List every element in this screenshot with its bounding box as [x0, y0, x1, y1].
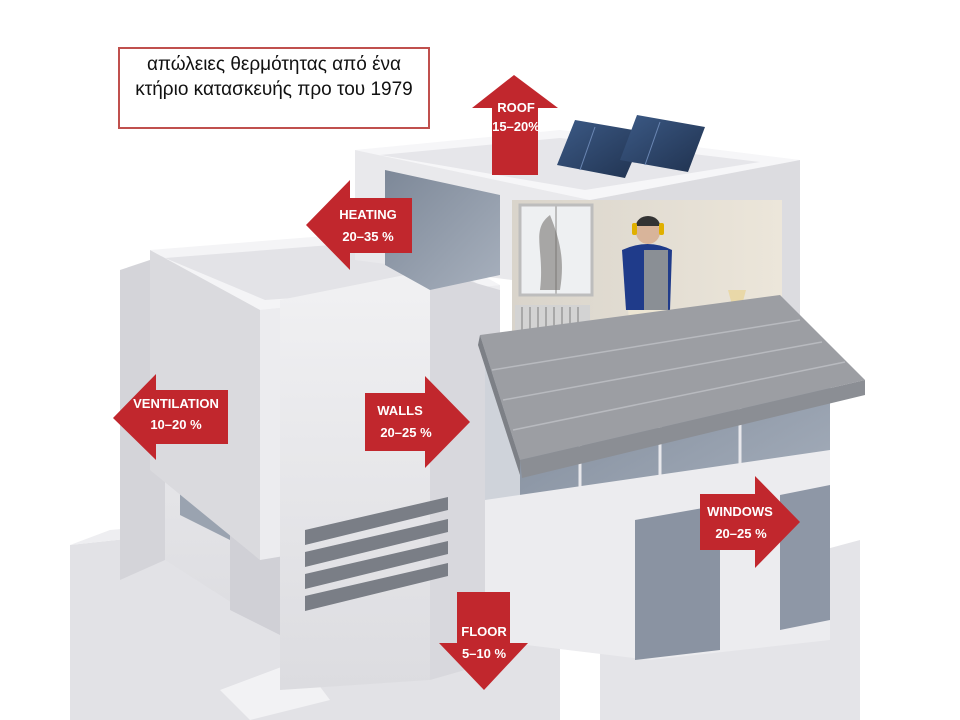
heat-loss-arrows: ROOF 15–20% HEATING 20–35 % VENTILATION …: [113, 75, 800, 690]
door: [635, 505, 720, 660]
ventilation-grille: [305, 497, 448, 611]
walls-value: 20–25 %: [380, 425, 432, 440]
roof-label: ROOF: [497, 100, 535, 115]
roof-value: 15–20%: [492, 119, 540, 134]
floor-label: FLOOR: [461, 624, 507, 639]
title-text: απώλειες θερμότητας από ένα κτήριο κατασ…: [135, 54, 413, 100]
heating-label: HEATING: [339, 207, 397, 222]
ventilation-value: 10–20 %: [150, 417, 202, 432]
ventilation-label: VENTILATION: [133, 396, 219, 411]
top-window: [385, 170, 500, 290]
windows-arrow: WINDOWS 20–25 %: [700, 476, 800, 568]
sloped-roof: [478, 295, 865, 478]
center-building-block: [280, 270, 500, 690]
roof-arrow: ROOF 15–20%: [472, 75, 558, 175]
title-box: απώλειες θερμότητας από ένα κτήριο κατασ…: [118, 47, 430, 129]
heating-value: 20–35 %: [342, 229, 394, 244]
ventilation-arrow: VENTILATION 10–20 %: [113, 374, 228, 460]
walls-arrow: WALLS 20–25 %: [365, 376, 470, 468]
windows-value: 20–25 %: [715, 526, 767, 541]
solar-panels: [557, 115, 705, 178]
heating-arrow: HEATING 20–35 %: [306, 180, 412, 270]
windows-label: WINDOWS: [707, 504, 773, 519]
floor-value: 5–10 %: [462, 646, 507, 661]
walls-label: WALLS: [377, 403, 423, 418]
floor-arrow: FLOOR 5–10 %: [439, 592, 528, 690]
